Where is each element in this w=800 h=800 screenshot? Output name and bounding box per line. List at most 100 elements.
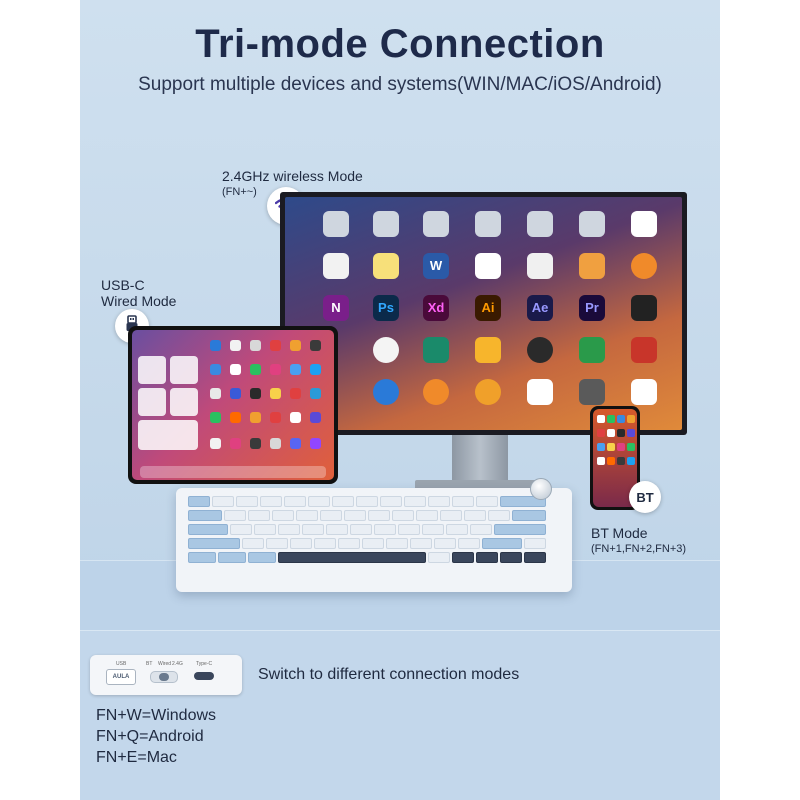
app-icon	[627, 457, 635, 465]
tablet-dock	[140, 466, 326, 478]
notes-icon	[373, 253, 399, 279]
keycap	[476, 552, 498, 563]
monitor-screen: W N Ps Xd Ai Ae Pr	[285, 197, 682, 430]
app-icon	[270, 412, 281, 423]
app-icon	[627, 429, 635, 437]
keycap	[452, 496, 474, 507]
photoshop-icon: Ps	[373, 295, 399, 321]
app-icon	[230, 438, 241, 449]
widget-card	[138, 420, 198, 450]
bt-mode-hint: (FN+1,FN+2,FN+3)	[591, 543, 687, 555]
keycap	[422, 524, 444, 535]
keycap	[236, 496, 258, 507]
widget-card	[170, 388, 198, 416]
mode-switch-panel: USB AULA BT Wired 2.4G Type-C	[90, 655, 242, 695]
keycap	[320, 510, 342, 521]
reminders-icon	[323, 253, 349, 279]
desktop-monitor: W N Ps Xd Ai Ae Pr	[280, 192, 687, 435]
keycap	[470, 524, 492, 535]
cinema4d-icon	[527, 337, 553, 363]
pdf-expert-icon	[631, 337, 657, 363]
app-icon	[597, 457, 605, 465]
omnigraffle-icon	[579, 337, 605, 363]
acrobat-icon	[631, 295, 657, 321]
keycap	[446, 524, 468, 535]
bt-mode-label: BT Mode (FN+1,FN+2,FN+3)	[591, 525, 686, 557]
xd-icon: Xd	[423, 295, 449, 321]
keycap	[224, 510, 246, 521]
app-icon	[627, 443, 635, 451]
keycap	[278, 524, 300, 535]
keycap	[212, 496, 234, 507]
illustrator-icon: Ai	[475, 295, 501, 321]
app-icon	[617, 415, 625, 423]
onenote-icon: N	[323, 295, 349, 321]
wired-position-label: Wired	[158, 661, 172, 667]
wireless-mode-label: 2.4GHz wireless Mode (FN+~)	[222, 168, 363, 200]
keycap	[188, 524, 228, 535]
app-icon	[250, 340, 261, 351]
keycap	[230, 524, 252, 535]
keycap	[398, 524, 420, 535]
app-icon	[607, 415, 615, 423]
app-icon	[210, 412, 221, 423]
sketch-icon	[475, 337, 501, 363]
app-icon	[617, 457, 625, 465]
app-folder-icon	[423, 211, 449, 237]
app-icon	[310, 388, 321, 399]
keynote-icon	[527, 253, 553, 279]
keycap	[500, 496, 546, 507]
app-icon	[607, 443, 615, 451]
keycap	[272, 510, 294, 521]
keycap	[296, 510, 318, 521]
bt-badge: BT	[629, 481, 661, 513]
app-icon	[230, 388, 241, 399]
wireless-mode-hint: (FN+~)	[222, 186, 257, 198]
app-icon	[290, 364, 301, 375]
app-icon	[230, 340, 241, 351]
after-effects-icon: Ae	[527, 295, 553, 321]
app-icon	[290, 388, 301, 399]
keycap	[434, 538, 456, 549]
keycap	[428, 496, 450, 507]
origami-icon	[373, 379, 399, 405]
calendar-icon	[631, 211, 657, 237]
keycap	[188, 496, 210, 507]
keycap	[284, 496, 306, 507]
app-icon	[290, 438, 301, 449]
keycap	[314, 538, 336, 549]
premiere-icon: Pr	[579, 295, 605, 321]
shortcut-mac: FN+E=Mac	[96, 749, 177, 766]
keycap	[494, 524, 546, 535]
keycap	[338, 538, 360, 549]
keycap	[500, 552, 522, 563]
g24-position-label: 2.4G	[172, 661, 183, 667]
app-icon	[310, 364, 321, 375]
mode-toggle-switch[interactable]	[150, 671, 178, 683]
keycap	[350, 524, 372, 535]
page-title: Tri-mode Connection	[195, 22, 605, 66]
keycap	[278, 552, 426, 563]
switch-caption: Switch to different connection modes	[258, 666, 520, 683]
app-icon	[250, 364, 261, 375]
keycap	[458, 538, 480, 549]
volume-knob	[530, 478, 552, 500]
tablet-device	[128, 326, 338, 484]
keycap	[368, 510, 390, 521]
app-folder-icon	[323, 211, 349, 237]
wireless-mode-title: 2.4GHz wireless Mode	[222, 168, 363, 184]
onenote-glyph: N	[331, 300, 341, 315]
app-icon	[210, 438, 221, 449]
keycap	[374, 524, 396, 535]
app-icon	[210, 388, 221, 399]
keycap	[464, 510, 486, 521]
keycap	[326, 524, 348, 535]
bt-position-label: BT	[146, 661, 153, 667]
keycap	[254, 524, 276, 535]
app-icon	[270, 364, 281, 375]
wps-glyph: W	[429, 258, 443, 273]
app-icon	[617, 429, 625, 437]
app-folder-icon	[475, 211, 501, 237]
keycap	[440, 510, 462, 521]
usb-receiver: AULA	[106, 669, 136, 685]
